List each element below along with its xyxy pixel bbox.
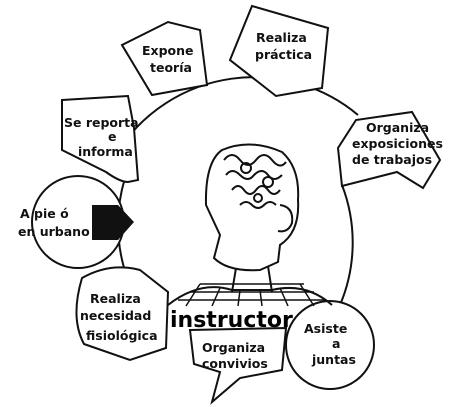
organiza-exposiciones-bubble bbox=[336, 110, 442, 190]
realiza-necesidad-bubble bbox=[75, 266, 170, 362]
a-pie-label: A pie ó en urbano bbox=[18, 206, 90, 239]
organiza-convivios-bubble bbox=[188, 326, 288, 405]
svg-text:necesidad: necesidad bbox=[80, 308, 151, 323]
asiste-juntas-label: Asiste a juntas bbox=[304, 321, 356, 367]
realiza-practica-bubble bbox=[228, 4, 330, 98]
svg-text:Se reporta: Se reporta bbox=[64, 115, 139, 130]
activity-cycle-circle-right bbox=[339, 184, 354, 306]
se-reporta-label: Se reporta e informa bbox=[64, 115, 139, 159]
svg-text:informa: informa bbox=[78, 144, 133, 159]
activity-cycle-circle bbox=[119, 76, 359, 149]
svg-text:Realiza: Realiza bbox=[90, 291, 141, 306]
center-label: instructor bbox=[170, 308, 293, 333]
svg-text:a: a bbox=[332, 336, 340, 351]
entry-arrow-bar bbox=[92, 205, 98, 240]
svg-text:exposiciones: exposiciones bbox=[352, 136, 443, 151]
expone-teoria-label: Expone teoría bbox=[142, 43, 194, 75]
svg-text:Realiza: Realiza bbox=[256, 30, 307, 45]
organiza-exposiciones-label: Organiza exposiciones de trabajos bbox=[352, 120, 443, 167]
svg-text:teoría: teoría bbox=[150, 60, 192, 75]
svg-text:convivios: convivios bbox=[202, 356, 268, 371]
svg-text:e: e bbox=[108, 129, 116, 144]
instructor-head-illustration bbox=[167, 143, 333, 306]
expone-teoria-bubble bbox=[120, 20, 209, 97]
svg-text:Organiza: Organiza bbox=[366, 120, 429, 135]
svg-text:de trabajos: de trabajos bbox=[352, 152, 432, 167]
svg-text:Organiza: Organiza bbox=[202, 340, 265, 355]
realiza-practica-label: Realiza práctica bbox=[255, 30, 312, 62]
svg-text:en urbano: en urbano bbox=[18, 224, 90, 239]
organiza-convivios-label: Organiza convivios bbox=[202, 340, 268, 371]
asiste-juntas-bubble bbox=[285, 300, 375, 390]
svg-text:Asiste: Asiste bbox=[304, 321, 347, 336]
realiza-necesidad-label: Realiza necesidad fisiológica bbox=[80, 291, 158, 343]
svg-text:juntas: juntas bbox=[311, 352, 356, 367]
entry-arrow-icon bbox=[96, 205, 134, 240]
instructor-body-grid bbox=[178, 283, 326, 307]
svg-text:Expone: Expone bbox=[142, 43, 194, 58]
se-reporta-bubble bbox=[61, 94, 140, 184]
svg-text:práctica: práctica bbox=[255, 47, 312, 62]
svg-text:fisiológica: fisiológica bbox=[86, 328, 158, 343]
svg-text:A pie ó: A pie ó bbox=[20, 206, 69, 221]
